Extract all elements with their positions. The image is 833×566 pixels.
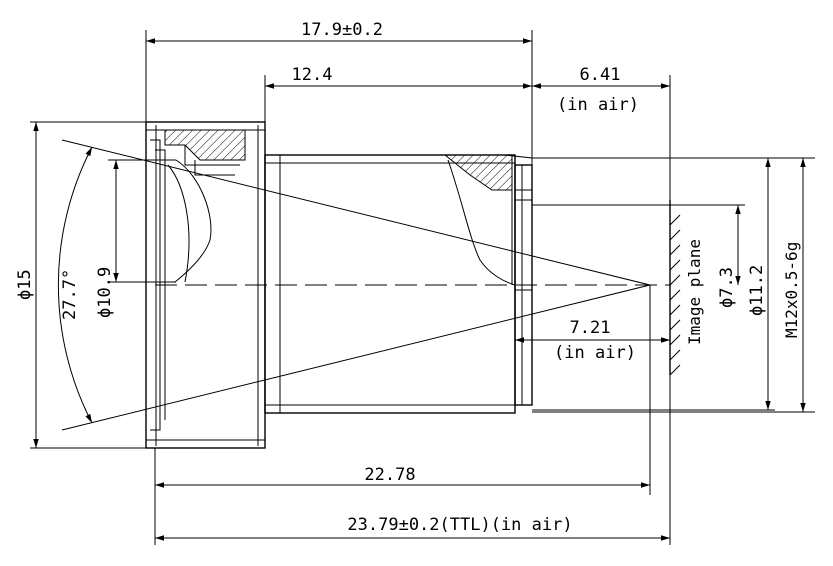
label-flange-distance: 7.21 (570, 318, 611, 338)
label-back-focal: 6.41 (580, 65, 621, 85)
image-plane-hatch (669, 214, 681, 376)
rear-lens-element (447, 159, 516, 286)
label-aperture-diameter: ϕ10.9 (95, 267, 115, 318)
image-plane-label: Image plane (685, 239, 704, 345)
label-barrel-diameter: ϕ11.2 (747, 265, 767, 316)
dim-arc-field-angle (57, 146, 93, 424)
label-ttl: 23.79±0.2(TTL)(in air) (347, 515, 572, 535)
chief-ray-upper (61, 139, 651, 286)
label-outer-diameter: ϕ15 (15, 269, 35, 300)
chief-ray-lower (61, 284, 651, 431)
label-barrel-length: 12.4 (292, 65, 333, 85)
front-lens-element (174, 159, 212, 283)
rear-lens-seat-hatch (443, 154, 513, 191)
label-flange-distance-note: (in air) (554, 343, 636, 363)
label-overall-length: 17.9±0.2 (301, 20, 383, 40)
label-field-angle: 27.7° (60, 269, 80, 320)
optical-axis-and-rays (61, 139, 670, 431)
dimension-labels: 17.9±0.2 12.4 6.41 (in air) 7.21 (in air… (15, 20, 801, 535)
label-back-focal-note: (in air) (557, 95, 639, 115)
main-barrel (264, 154, 516, 414)
front-retainer-hatch (164, 129, 246, 161)
dimension-lines (33, 38, 806, 541)
extension-lines (30, 30, 815, 545)
label-front-to-image: 22.78 (364, 465, 415, 485)
label-image-circle: ϕ7.3 (717, 267, 737, 308)
label-thread: M12x0.5-6g (782, 242, 801, 338)
image-plane-group: Image plane (669, 200, 704, 376)
